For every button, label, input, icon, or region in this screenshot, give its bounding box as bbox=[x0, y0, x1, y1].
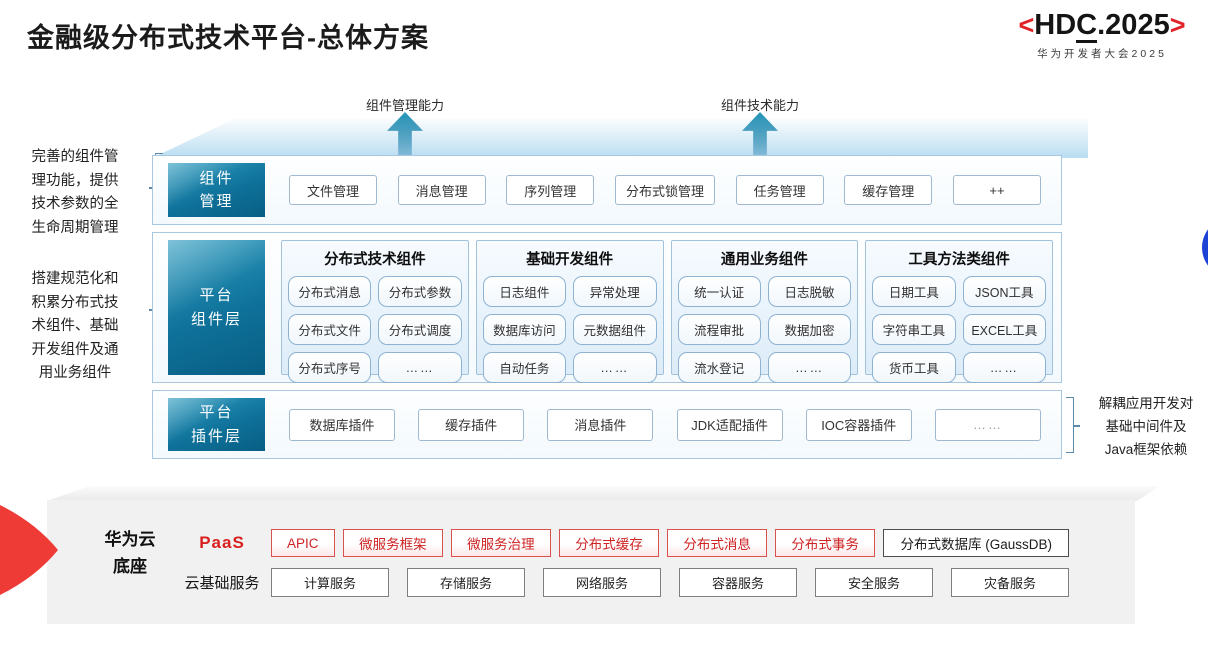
paas-service-box: 分布式事务 bbox=[775, 529, 875, 557]
plugin-items: 数据库插件缓存插件消息插件 JDK适配插件 IOC容器插件 …… bbox=[289, 391, 1041, 458]
cloud-service-boxes: 计算服务存储服务网络服务容器服务安全服务灾备服务 bbox=[271, 567, 1069, 597]
component-chip: 分布式文件 bbox=[288, 314, 372, 345]
paas-service-box: 分布式缓存 bbox=[559, 529, 659, 557]
note-component-management: 完善的组件管 理功能，提供 技术参数的全 生命周期管理 bbox=[31, 149, 119, 236]
blue-circle-decoration bbox=[1202, 217, 1208, 278]
component-chip: 分布式调度 bbox=[378, 314, 462, 345]
logo-hd: HD bbox=[1034, 9, 1077, 41]
logo-left-angle-icon: < bbox=[1018, 10, 1035, 40]
component-chip: JSON工具 bbox=[962, 276, 1046, 307]
logo-subtitle: 华为开发者大会2025 bbox=[1037, 47, 1167, 60]
component-chip: …… bbox=[767, 352, 852, 383]
layer-component-management: 组件 管理 文件管理消息管理序列管理分布式锁管理任务管理缓存管理 ++ bbox=[152, 155, 1062, 225]
technical-capability-label: 组件技术能力 bbox=[720, 98, 799, 113]
right-bracket bbox=[1066, 397, 1080, 453]
cloud-service-box: 存储服务 bbox=[407, 567, 525, 597]
component-chip: 分布式序号 bbox=[288, 352, 372, 383]
cloud-service-box: 容器服务 bbox=[679, 567, 797, 597]
layer-platform-components: 平台 组件层 分布式技术组件 分布式消息分布式参数分布式文件分布式调度分布式序号… bbox=[152, 232, 1062, 383]
layer-platform-plugins: 平台 插件层 数据库插件缓存插件消息插件 JDK适配插件 IOC容器插件 …… bbox=[152, 390, 1062, 459]
cloud-service-box: 网络服务 bbox=[543, 567, 661, 597]
plugin-item-box: 消息插件 bbox=[547, 408, 654, 441]
component-chip: 流水登记 bbox=[677, 352, 761, 383]
foundation-top-fold-decoration bbox=[47, 486, 1160, 501]
group-grid: 日志组件异常处理数据库访问元数据组件自动任务…… bbox=[482, 276, 657, 383]
plugin-item-box: 数据库插件 bbox=[289, 408, 395, 441]
component-chip: 分布式消息 bbox=[288, 276, 372, 307]
plugin-item-box: IOC容器插件 bbox=[805, 408, 912, 441]
note-component-building: 搭建规范化和 积累分布式技 术组件、基础 开发组件及通 用业务组件 bbox=[31, 271, 119, 381]
group-distributed-tech: 分布式技术组件 分布式消息分布式参数分布式文件分布式调度分布式序号…… bbox=[281, 240, 469, 383]
component-chip: …… bbox=[573, 352, 657, 383]
management-item-box: 序列管理 bbox=[506, 175, 595, 205]
component-chip: EXCEL工具 bbox=[962, 314, 1046, 345]
cloud-services-row: 云基础服务 计算服务存储服务网络服务容器服务安全服务灾备服务 bbox=[179, 567, 1069, 597]
component-chip: 字符串工具 bbox=[872, 314, 956, 345]
cloud-service-box: 灾备服务 bbox=[951, 567, 1069, 597]
huawei-cloud-foundation: 华为云 底座 PaaS APIC 微服务框架微服务治理分布式缓存分布式消息分布式事… bbox=[47, 500, 1135, 624]
management-item-box: 缓存管理 bbox=[844, 175, 933, 205]
layer-label-platform-plugins: 平台 插件层 bbox=[168, 398, 265, 451]
logo-underlined-c: C bbox=[1076, 9, 1098, 43]
plugin-item-box: JDK适配插件 bbox=[676, 408, 783, 441]
layer-label-component-management: 组件 管理 bbox=[168, 163, 265, 217]
group-title: 工具方法类组件 bbox=[908, 252, 1010, 268]
cloud-service-box: 安全服务 bbox=[815, 567, 933, 597]
management-capability-label: 组件管理能力 bbox=[365, 98, 444, 113]
paas-row: PaaS APIC 微服务框架微服务治理分布式缓存分布式消息分布式事务 分布式数据… bbox=[179, 528, 1069, 558]
paas-service-box: APIC bbox=[271, 529, 335, 557]
component-chip: 数据库访问 bbox=[482, 314, 567, 345]
component-chip: 日期工具 bbox=[872, 276, 956, 307]
logo-year: .2025 bbox=[1097, 9, 1170, 41]
group-title: 分布式技术组件 bbox=[324, 252, 426, 268]
gaussdb-box: 分布式数据库 (GaussDB) bbox=[883, 529, 1069, 557]
paas-service-box: 微服务框架 bbox=[343, 529, 443, 557]
component-chip: 数据加密 bbox=[767, 314, 852, 345]
component-chip: 异常处理 bbox=[573, 276, 657, 307]
component-chip: 日志组件 bbox=[482, 276, 567, 307]
note-decoupling: 解耦应用开发对 基础中间件及 Java框架依赖 bbox=[1098, 396, 1194, 457]
group-common-business: 通用业务组件 统一认证日志脱敏流程审批数据加密流水登记…… bbox=[670, 240, 859, 383]
component-chip: 自动任务 bbox=[482, 352, 567, 383]
group-title: 通用业务组件 bbox=[720, 252, 808, 268]
paas-service-box: 微服务治理 bbox=[451, 529, 551, 557]
plugin-item-box: …… bbox=[934, 408, 1041, 441]
paas-label: PaaS bbox=[199, 533, 245, 552]
component-groups: 分布式技术组件 分布式消息分布式参数分布式文件分布式调度分布式序号…… 基础开发… bbox=[281, 240, 1053, 383]
logo-right-angle-icon: > bbox=[1169, 10, 1186, 40]
component-chip: …… bbox=[962, 352, 1046, 383]
component-chip: 元数据组件 bbox=[573, 314, 657, 345]
component-chip: 日志脱敏 bbox=[767, 276, 852, 307]
management-item-box: 任务管理 bbox=[735, 175, 824, 205]
layer-label-platform-components: 平台 组件层 bbox=[168, 240, 265, 375]
component-chip: 货币工具 bbox=[872, 352, 956, 383]
cloud-service-box: 计算服务 bbox=[271, 567, 389, 597]
perspective-slab-decoration bbox=[152, 118, 1088, 158]
component-chip: …… bbox=[378, 352, 462, 383]
group-grid: 分布式消息分布式参数分布式文件分布式调度分布式序号…… bbox=[288, 276, 462, 383]
management-items: 文件管理消息管理序列管理分布式锁管理任务管理缓存管理 ++ bbox=[289, 156, 1041, 224]
management-item-box: 分布式锁管理 bbox=[614, 175, 715, 205]
page-title: 金融级分布式技术平台-总体方案 bbox=[27, 23, 429, 53]
paas-service-box: 分布式消息 bbox=[667, 529, 767, 557]
component-chip: 分布式参数 bbox=[378, 276, 462, 307]
paas-boxes: APIC 微服务框架微服务治理分布式缓存分布式消息分布式事务 分布式数据库 (Ga… bbox=[271, 529, 1069, 557]
plugin-item-box: 缓存插件 bbox=[418, 408, 525, 441]
management-item-box: ++ bbox=[952, 175, 1041, 205]
management-item-box: 消息管理 bbox=[397, 175, 486, 205]
component-chip: 流程审批 bbox=[677, 314, 761, 345]
management-item-box: 文件管理 bbox=[289, 175, 377, 205]
cloud-services-label: 云基础服务 bbox=[184, 574, 260, 592]
group-basic-dev: 基础开发组件 日志组件异常处理数据库访问元数据组件自动任务…… bbox=[475, 240, 664, 383]
group-title: 基础开发组件 bbox=[526, 252, 614, 268]
component-chip: 统一认证 bbox=[677, 276, 761, 307]
foundation-label: 华为云 底座 bbox=[104, 530, 156, 576]
group-grid: 统一认证日志脱敏流程审批数据加密流水登记…… bbox=[677, 276, 852, 383]
